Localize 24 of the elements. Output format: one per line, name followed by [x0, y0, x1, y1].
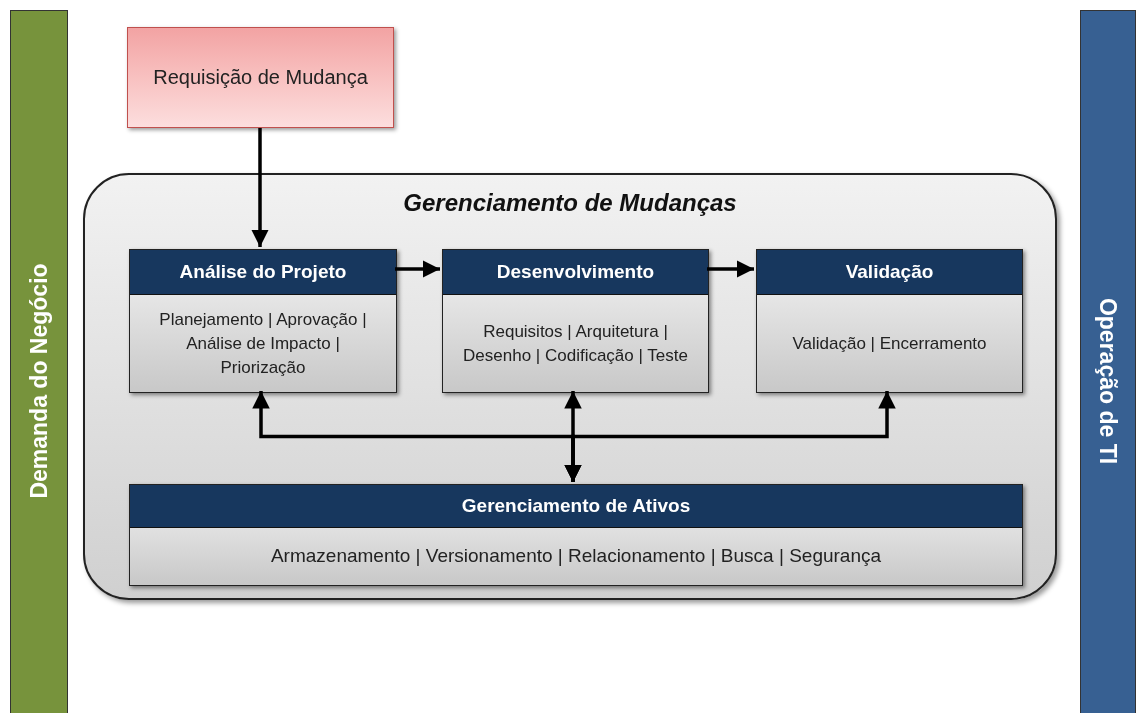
process-box: [129, 249, 397, 393]
arrow: [395, 260, 440, 278]
box-body-text: Validação | Encerramento: [792, 332, 987, 355]
request-box: [127, 27, 394, 128]
box-body-text: Armazenamento | Versionamento | Relacionamento | Busca | Segurança: [270, 544, 882, 569]
band-label: Operação de TI: [1094, 297, 1123, 465]
group-container: [83, 173, 1057, 600]
box-header: Análise do Projeto: [130, 250, 396, 295]
process-box: [442, 249, 709, 393]
arrow: [251, 128, 269, 247]
band-label: Demanda do Negócio: [24, 263, 53, 499]
box-header: Validação: [757, 250, 1022, 295]
process-box: [756, 249, 1023, 393]
box-body-text: Planejamento | Aprovação | Análise de Impacto | Priorização: [158, 308, 368, 379]
process-box: [129, 484, 1023, 586]
group-title: Gerenciamento de Mudanças: [403, 188, 737, 218]
box-header: Gerenciamento de Ativos: [130, 485, 1022, 528]
side-band: [1080, 10, 1136, 713]
arrow: [564, 391, 896, 482]
box-body-text: Requisitos | Arquitetura | Desenho | Codificação | Teste: [462, 320, 689, 367]
side-band: [10, 10, 68, 713]
request-text: Requisição de Mudança: [153, 65, 368, 90]
box-header: Desenvolvimento: [443, 250, 708, 295]
arrow: [707, 260, 754, 278]
